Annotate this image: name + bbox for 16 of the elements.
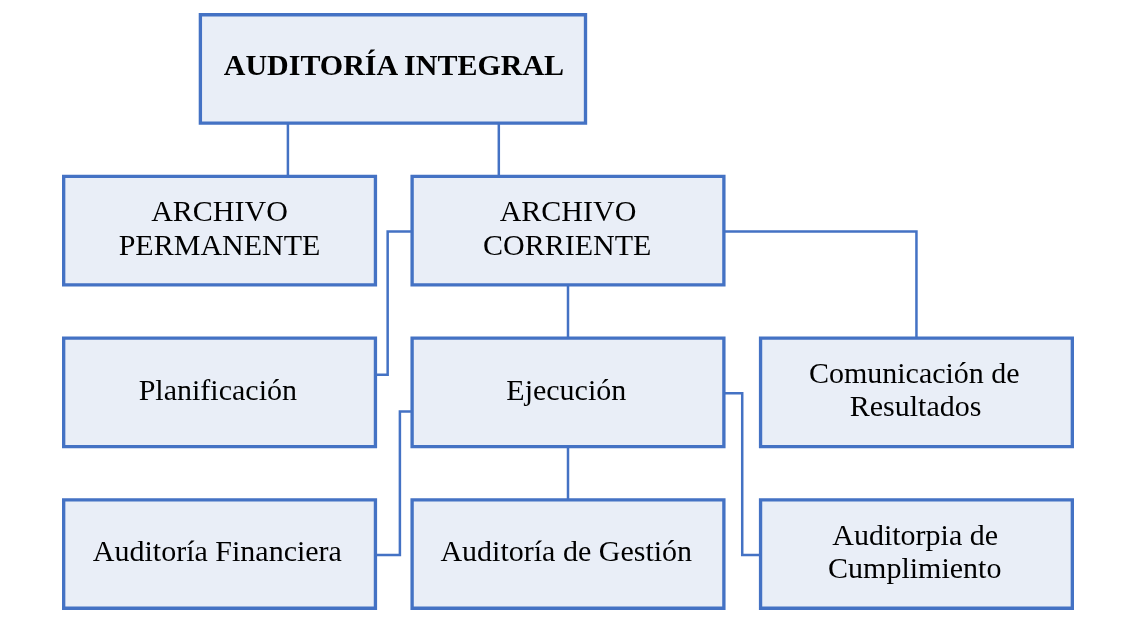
node-box: AUDITORÍA INTEGRAL	[198, 13, 588, 125]
node-box: Auditoría de Gestión	[410, 498, 726, 610]
connector	[497, 123, 501, 177]
connector	[286, 123, 290, 177]
node-box: Auditoría Financiera	[62, 498, 378, 610]
node-box: Auditorpia de Cumplimiento	[758, 498, 1074, 610]
connector	[375, 230, 412, 377]
node-box: Planificación	[62, 336, 378, 449]
connector	[566, 446, 570, 500]
connector	[566, 284, 570, 338]
connector	[375, 410, 412, 557]
node-box: ARCHIVO PERMANENTE	[62, 174, 378, 287]
connector	[724, 230, 918, 338]
node-box: Comunicación de Resultados	[758, 336, 1074, 449]
node-box: ARCHIVO CORRIENTE	[410, 174, 726, 287]
node-box: Ejecución	[410, 336, 726, 449]
